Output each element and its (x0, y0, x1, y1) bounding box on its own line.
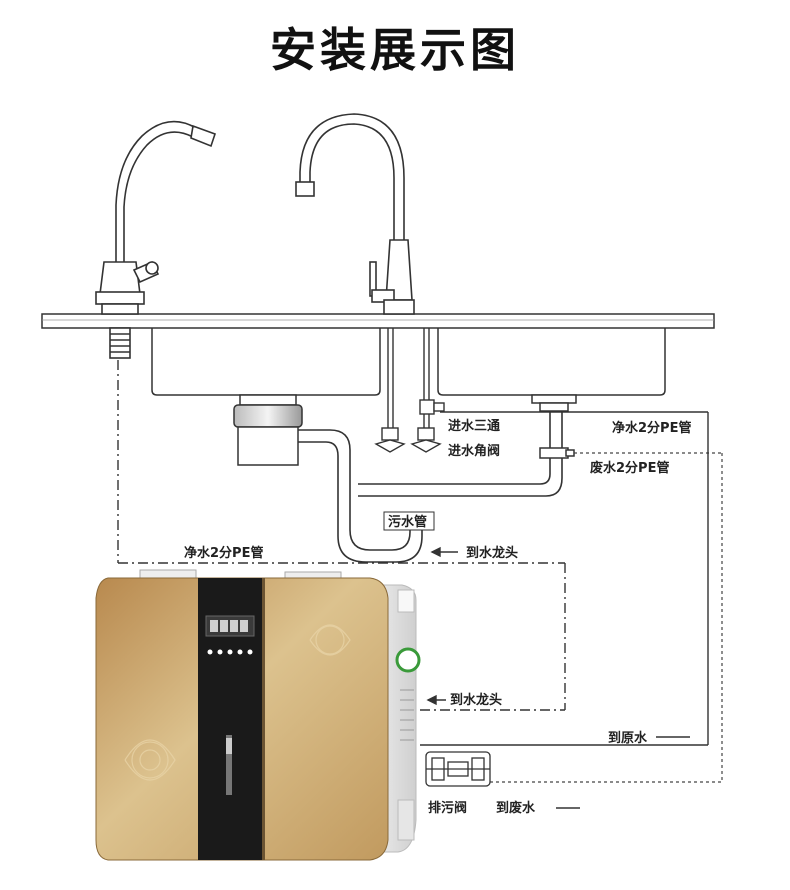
inlet-angle-valve-icon (374, 427, 442, 453)
label-pure-water-pe-top: 净水2分PE管 (612, 420, 691, 436)
raw-water-line (420, 411, 709, 746)
garbage-disposer (233, 394, 303, 466)
right-drain (531, 394, 577, 459)
arrow-to-faucet-top (430, 546, 458, 558)
inlet-tee-valve-icon (419, 399, 445, 415)
sink-left (151, 328, 381, 396)
label-to-faucet-bottom: 到水龙头 (450, 692, 502, 708)
label-inlet-angle-valve: 进水角阀 (448, 443, 500, 459)
pure-water-line-left (117, 360, 566, 711)
label-to-faucet-top: 到水龙头 (466, 545, 518, 561)
label-inlet-tee: 进水三通 (448, 418, 500, 434)
pure-water-faucet-icon (95, 120, 217, 359)
label-drain-valve: 排污阀 (428, 800, 467, 816)
label-waste-water-pe: 废水2分PE管 (590, 460, 669, 476)
water-purifier-unit (95, 569, 421, 861)
green-logo-icon (395, 647, 421, 673)
label-sewage-pipe: 污水管 (388, 514, 427, 530)
label-to-raw-water: 到原水 (608, 730, 648, 746)
page-title: 安装展示图 (270, 23, 520, 77)
label-pure-water-pe-left: 净水2分PE管 (184, 545, 263, 561)
waste-water-line (430, 452, 723, 783)
sewage-pipe (298, 410, 563, 563)
kitchen-faucet-icon (295, 113, 415, 315)
arrow-to-faucet-bottom (426, 694, 446, 706)
label-to-waste-water: 到废水 (496, 800, 536, 816)
indicator-lights (207, 649, 253, 655)
sink-right (437, 328, 666, 396)
supply-hoses (387, 328, 430, 430)
drain-valve-icon (425, 751, 491, 787)
countertop (41, 313, 715, 329)
